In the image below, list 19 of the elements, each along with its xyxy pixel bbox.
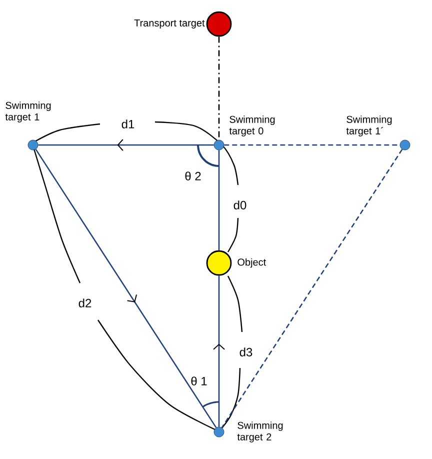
dimension-label: d1 bbox=[122, 120, 134, 128]
dimension-label: θ 1 bbox=[191, 376, 207, 386]
node-label: Object bbox=[238, 258, 266, 268]
connector-line bbox=[38, 139, 214, 151]
connector-line bbox=[218, 150, 220, 250]
dimension-label: θ 2 bbox=[185, 172, 201, 180]
dimension-label: d3 bbox=[240, 348, 252, 356]
node-label: Swimming target 1 bbox=[5, 102, 51, 122]
node-label: Transport target bbox=[134, 20, 205, 28]
dimension-label: d2 bbox=[78, 298, 92, 308]
connector-line bbox=[224, 144, 400, 146]
connector-line bbox=[218, 36, 220, 140]
connector-line bbox=[213, 276, 225, 427]
node-label: Swimming target 2 bbox=[237, 422, 283, 442]
node-label: Swimming target 0 bbox=[229, 116, 275, 136]
node-label: Swimming target 1´ bbox=[346, 116, 392, 136]
connector-line bbox=[221, 148, 403, 428]
connector-line bbox=[35, 148, 217, 428]
dimension-label: d0 bbox=[234, 200, 246, 210]
